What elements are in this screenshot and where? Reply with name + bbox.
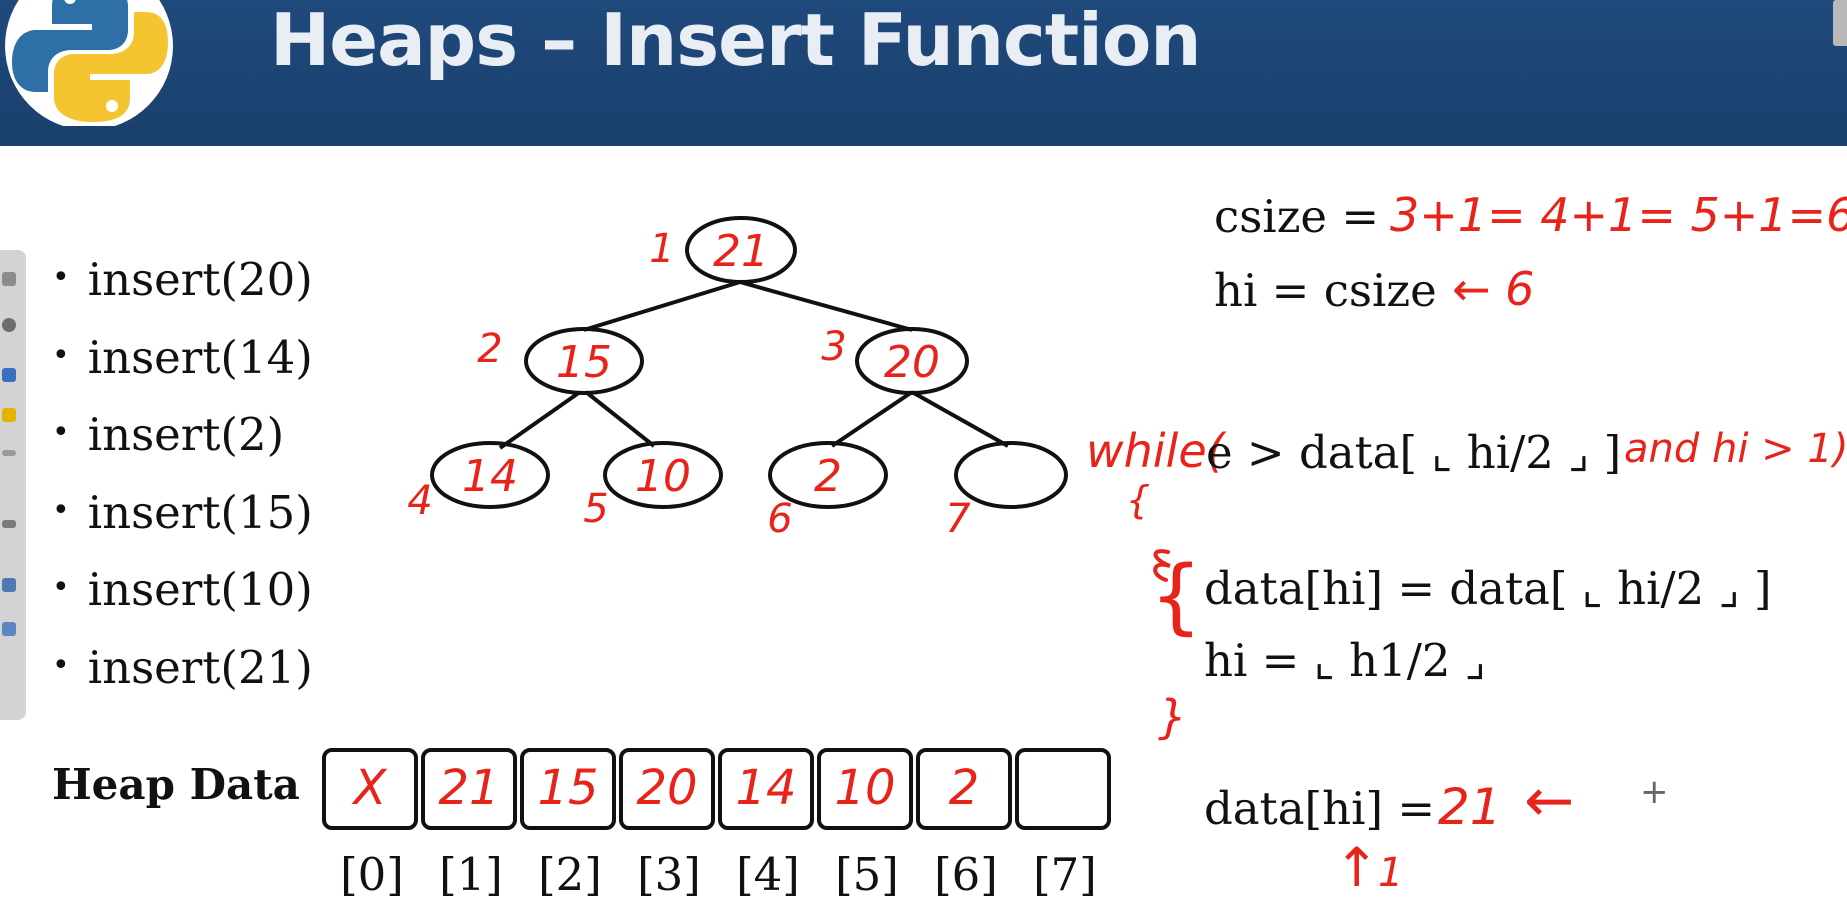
- node-index: 7: [945, 496, 971, 542]
- corner-tab[interactable]: [1833, 0, 1847, 46]
- insert-operation-list: insert(20) insert(14) insert(2) insert(1…: [52, 244, 313, 709]
- highlighter-icon[interactable]: [2, 408, 16, 422]
- eraser-icon[interactable]: [2, 272, 16, 286]
- while-prefix: while(: [1086, 424, 1225, 478]
- csize-label: csize =: [1214, 190, 1380, 243]
- list-item: insert(10): [52, 554, 313, 632]
- final-assignment-label: data[hi] =: [1204, 782, 1436, 835]
- list-item: insert(20): [52, 244, 313, 322]
- tree-node: [954, 441, 1068, 509]
- up-arrow-icon: ↑: [1334, 836, 1380, 899]
- node-index: 5: [583, 486, 608, 532]
- ruler-icon[interactable]: [2, 520, 16, 528]
- open-brace-small: {: [1126, 478, 1151, 522]
- body-line-2: hi = ⌞ h1/2 ⌟: [1204, 634, 1486, 687]
- final-assignment-value: 21: [1438, 778, 1502, 836]
- node-index: 1: [649, 226, 674, 272]
- node-value: 14: [462, 451, 518, 502]
- array-index: [2]: [538, 848, 602, 901]
- array-index: [3]: [637, 848, 701, 901]
- color-wheel-icon[interactable]: [2, 318, 16, 332]
- pen-icon[interactable]: [2, 368, 16, 382]
- array-cell: 10: [817, 748, 913, 830]
- tree-edge: [498, 390, 582, 450]
- node-value: 10: [635, 451, 691, 502]
- array-cell: 20: [619, 748, 715, 830]
- tree-node: [524, 327, 644, 395]
- left-arrow-icon: ←: [1524, 766, 1575, 836]
- node-index: 2: [477, 326, 502, 372]
- while-suffix: and hi > 1): [1624, 426, 1847, 472]
- array-cell: X: [322, 748, 418, 830]
- tree-node: [855, 327, 969, 395]
- page-icon[interactable]: [2, 578, 16, 592]
- array-cell: 21: [421, 748, 517, 830]
- list-item: insert(2): [52, 399, 313, 477]
- line-tool-icon[interactable]: [2, 450, 16, 456]
- cursor-crosshair: +: [1640, 772, 1669, 812]
- array-index: [6]: [934, 848, 998, 901]
- annotation-toolbar: [0, 250, 26, 720]
- body-line-1: data[hi] = data[ ⌞ hi/2 ⌟ ]: [1204, 562, 1772, 615]
- list-item: insert(15): [52, 477, 313, 555]
- node-value: 20: [884, 337, 940, 388]
- python-logo-icon: [5, 0, 173, 126]
- close-brace: }: [1158, 690, 1188, 744]
- array-index: [0]: [340, 848, 404, 901]
- node-index: 4: [407, 478, 432, 524]
- tree-edge: [911, 390, 1009, 448]
- open-brace: {: [1150, 549, 1203, 644]
- screen-icon[interactable]: [2, 622, 16, 636]
- node-value: 21: [713, 226, 769, 277]
- tree-node: [603, 441, 723, 509]
- tree-edge: [584, 390, 656, 448]
- hi-note: ← 6: [1452, 262, 1535, 316]
- array-cell: 14: [718, 748, 814, 830]
- hi-label: hi = csize: [1214, 264, 1437, 317]
- array-cell: 15: [520, 748, 616, 830]
- csize-note: 3+1= 4+1= 5+1=6: [1390, 188, 1847, 242]
- array-index: [1]: [439, 848, 503, 901]
- tree-node: [685, 216, 797, 284]
- tree-node: [430, 441, 550, 509]
- list-item: insert(21): [52, 632, 313, 710]
- tree-edge: [583, 280, 741, 332]
- tree-node: [768, 441, 888, 509]
- title-banner: Heaps – Insert Function: [0, 0, 1847, 146]
- heap-data-label: Heap Data: [52, 760, 300, 809]
- list-item: insert(14): [52, 322, 313, 400]
- array-index: [7]: [1033, 848, 1097, 901]
- tree-edge: [739, 280, 913, 332]
- array-index: [4]: [736, 848, 800, 901]
- handwritten-brace: [1153, 549, 1171, 582]
- node-value: 2: [814, 451, 842, 502]
- while-condition: e > data[ ⌞ hi/2 ⌟ ]: [1206, 426, 1622, 479]
- array-index: [5]: [835, 848, 899, 901]
- node-index: 6: [767, 496, 792, 542]
- node-value: 15: [556, 337, 612, 388]
- tree-edge: [830, 390, 914, 448]
- up-arrow-note: 1: [1378, 850, 1404, 896]
- array-cell: [1015, 748, 1111, 830]
- node-index: 3: [821, 324, 846, 370]
- array-cell: 2: [916, 748, 1012, 830]
- slide-title: Heaps – Insert Function: [270, 0, 1202, 82]
